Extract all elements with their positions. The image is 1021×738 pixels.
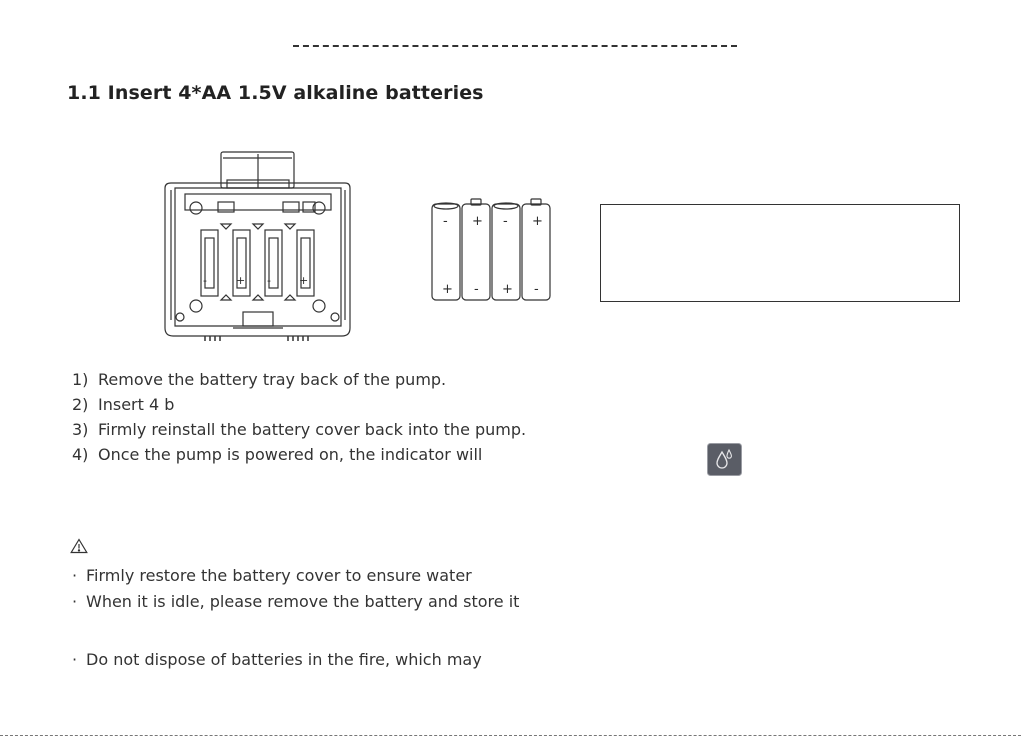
step-item: 3) Firmly reinstall the battery cover bac… <box>72 417 526 442</box>
battery-bottom-polarity: - <box>474 282 479 297</box>
step-item: 4) Once the pump is powered on, the indic… <box>72 442 526 467</box>
step-text: Insert 4 b <box>98 395 175 414</box>
battery-bottom-polarity: - <box>534 282 539 297</box>
header-dashed-rule <box>293 45 737 47</box>
tray-polarity-label: - <box>267 274 271 287</box>
warning-text: When it is idle, please remove the batte… <box>86 592 520 611</box>
warning-item: · When it is idle, please remove the batt… <box>72 589 519 615</box>
battery-top-polarity: - <box>443 214 448 229</box>
step-item: 1) Remove the battery tray back of the pu… <box>72 367 526 392</box>
step-text: Firmly reinstall the battery cover back … <box>98 420 527 439</box>
warning-text: Do not dispose of batteries in the fire,… <box>86 650 482 669</box>
tray-polarity-label: - <box>203 274 207 287</box>
warning-item: · Do not dispose of batteries in the fire… <box>72 647 519 673</box>
water-drop-indicator-icon <box>707 443 742 476</box>
warning-text: Firmly restore the battery cover to ensu… <box>86 566 472 585</box>
bullet: · <box>72 566 78 585</box>
step-text: Remove the battery tray back of the pump… <box>98 370 447 389</box>
step-number: 2) <box>72 395 89 414</box>
note-box <box>600 204 960 302</box>
bullet: · <box>72 650 78 669</box>
warning-list: · Firmly restore the battery cover to ens… <box>72 563 519 673</box>
footer-dashed-rule <box>0 735 1021 736</box>
bullet: · <box>72 592 78 611</box>
section-heading: 1.1 Insert 4*AA 1.5V alkaline batteries <box>67 82 484 104</box>
tray-polarity-label: + <box>299 274 309 287</box>
battery-compartment-diagram: - + - + <box>163 150 353 345</box>
battery-top-polarity: + <box>472 214 483 229</box>
step-text: Once the pump is powered on, the indicat… <box>98 445 483 464</box>
battery-bottom-polarity: + <box>502 282 513 297</box>
step-number: 3) <box>72 420 89 439</box>
step-number: 4) <box>72 445 89 464</box>
tray-polarity-label: + <box>236 274 246 287</box>
step-item: 2) Insert 4 b <box>72 392 526 417</box>
instruction-steps: 1) Remove the battery tray back of the pu… <box>72 367 526 467</box>
battery-top-polarity: - <box>503 214 508 229</box>
battery-bottom-polarity: + <box>442 282 453 297</box>
aa-batteries-diagram: - + - + + - + - <box>430 196 560 308</box>
warning-item: · Firmly restore the battery cover to ens… <box>72 563 519 589</box>
step-number: 1) <box>72 370 89 389</box>
battery-top-polarity: + <box>532 214 543 229</box>
warning-triangle-icon <box>70 538 88 554</box>
